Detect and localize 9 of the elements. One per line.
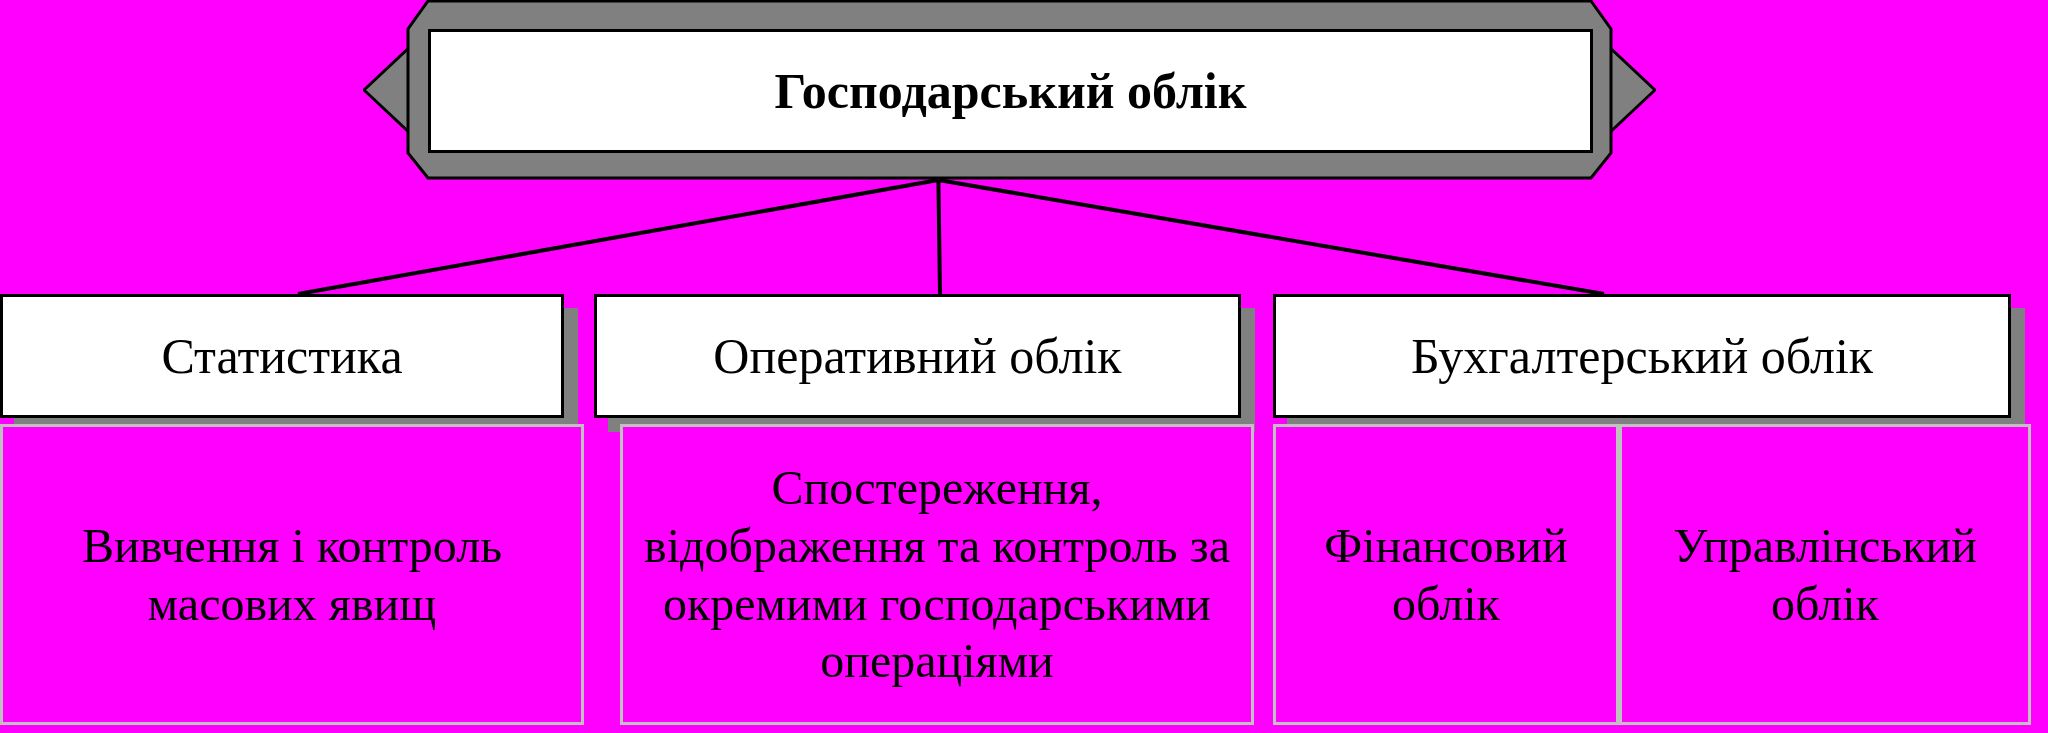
description-box: Спостереження, відображення та контроль за окремими господарськими операціями — [620, 424, 1254, 725]
description-box: Фінансовий облік — [1273, 424, 1619, 725]
title-text: Господарський облік — [774, 61, 1247, 121]
connector-line — [938, 178, 1605, 296]
description-box: Управлінський облік — [1619, 424, 2031, 725]
description-box: Вивчення і контроль масових явищ — [0, 424, 584, 725]
connector-line — [297, 178, 939, 296]
title-banner — [363, 0, 1656, 180]
connector-line — [936, 179, 942, 295]
